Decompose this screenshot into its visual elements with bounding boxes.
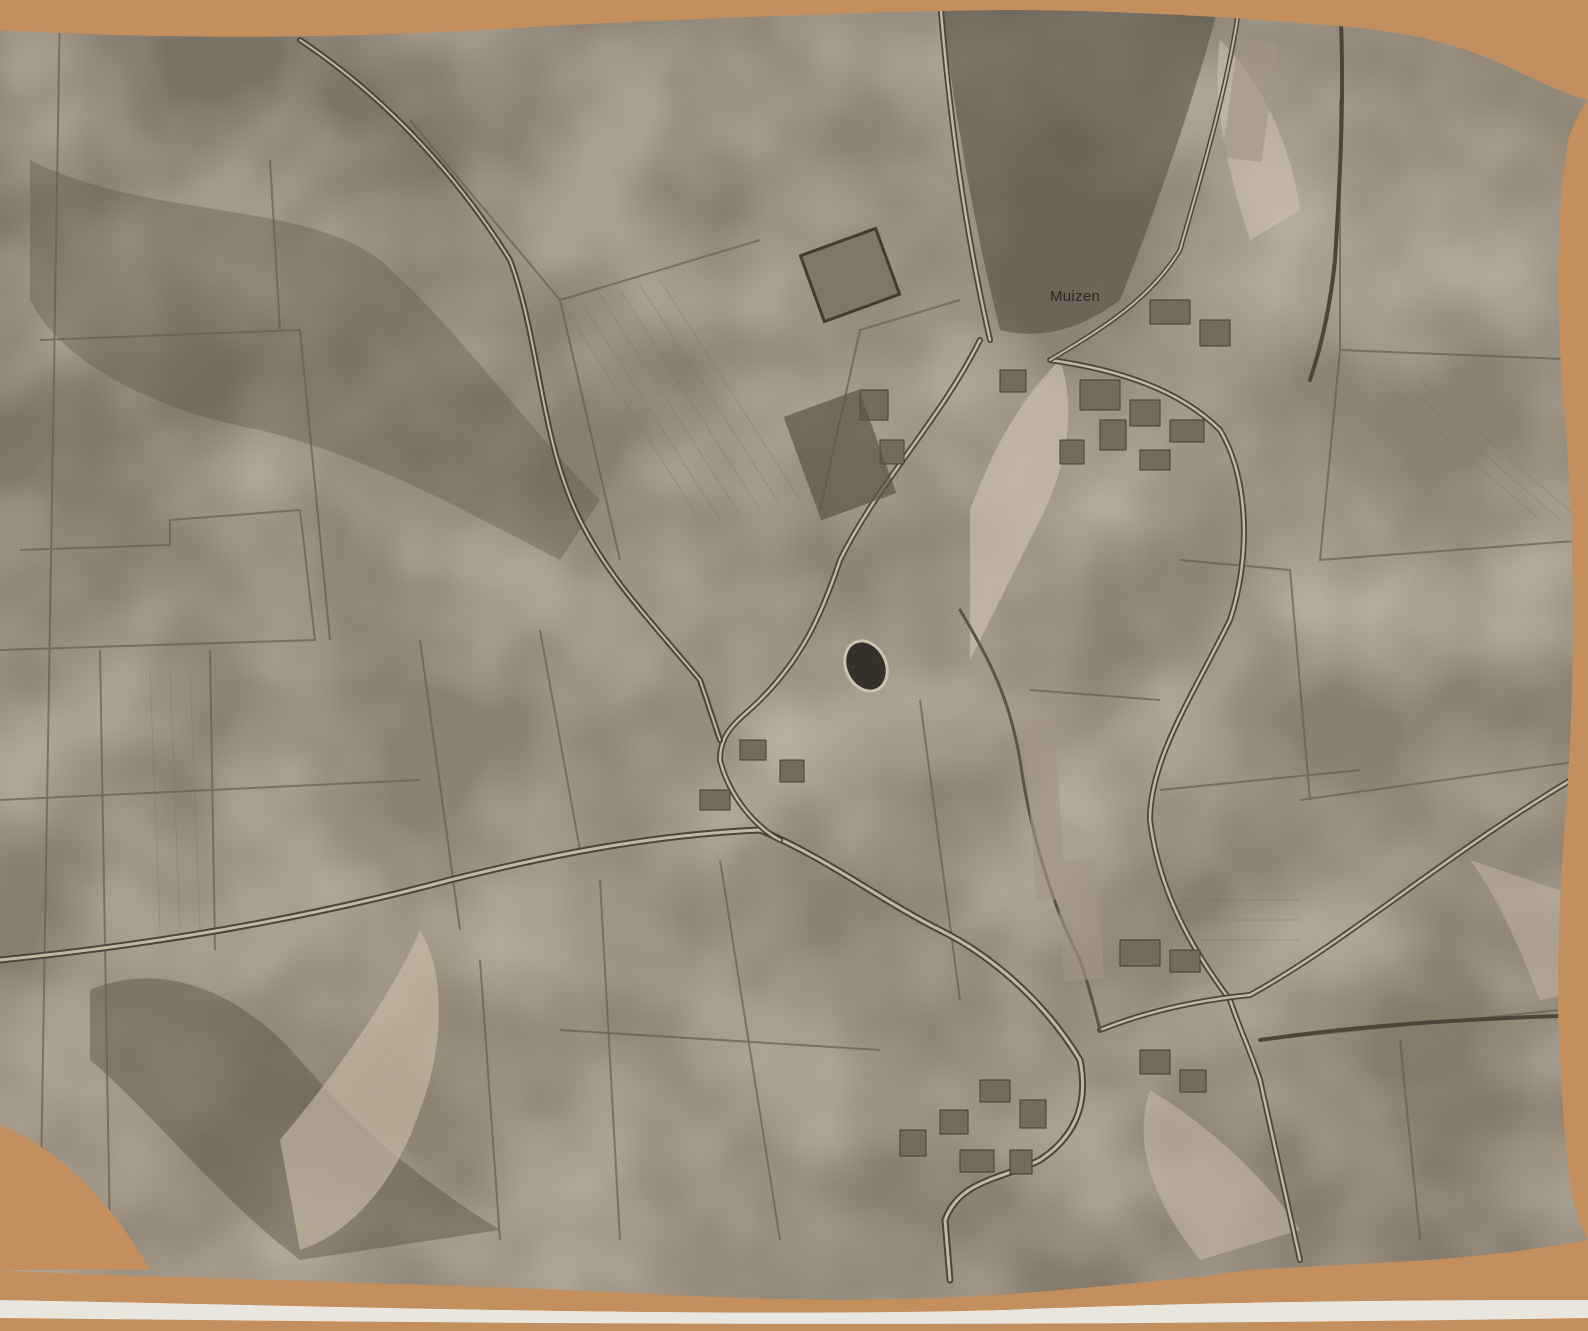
frame-bottom-band — [0, 1240, 1588, 1313]
frame-right-wave — [1557, 100, 1588, 1240]
frame-bottom-brown — [0, 1318, 1588, 1331]
place-label-muizen: Muizen — [1050, 288, 1101, 305]
frame-bottom-wave — [0, 1125, 150, 1270]
frame-top-wave — [0, 0, 1588, 100]
